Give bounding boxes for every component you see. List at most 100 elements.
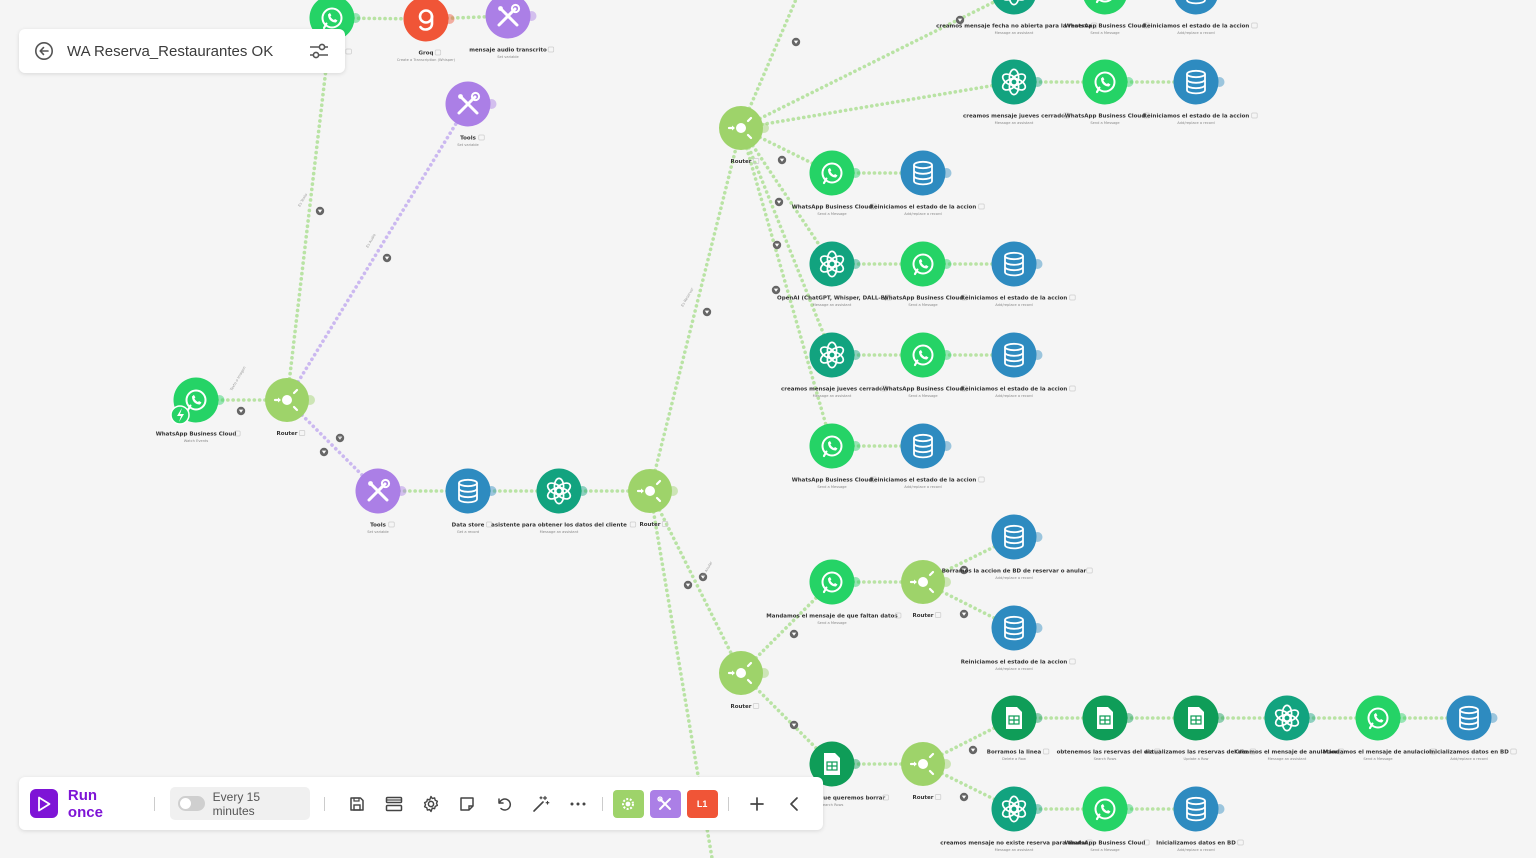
note-icon: [434, 49, 442, 56]
collapse-toolbar-button[interactable]: [775, 785, 812, 823]
layout-button[interactable]: [376, 785, 413, 823]
module-r3-db[interactable]: Reiniciamos el estado de la accionAdd/re…: [961, 241, 1076, 308]
note-icon: [1069, 658, 1076, 665]
filter-icon: [791, 632, 797, 636]
note-icon: [1086, 567, 1093, 574]
module-subtitle: Add/replace a record: [995, 394, 1032, 398]
module-b0-router[interactable]: Router: [901, 560, 951, 619]
module-subtitle: Watch Events: [184, 439, 209, 443]
module-r5-db[interactable]: Reiniciamos el estado de la accionAdd/re…: [870, 423, 985, 490]
undo-button[interactable]: [486, 785, 523, 823]
save-button[interactable]: [339, 785, 376, 823]
module-label: Reiniciamos el estado de la accion: [961, 296, 1068, 302]
router-icon: [636, 479, 662, 503]
module-subtitle: Message an assistant: [995, 848, 1034, 852]
note-icon: [1069, 294, 1076, 301]
module-r1-db[interactable]: Reiniciamos el estado de la accionAdd/re…: [1143, 59, 1258, 126]
note-icon: [978, 476, 985, 483]
instant-trigger-icon: [170, 405, 190, 425]
tools-button[interactable]: [649, 789, 681, 818]
notes-button[interactable]: [449, 785, 486, 823]
module-router-mid[interactable]: Router: [628, 469, 678, 528]
connection-line: [739, 126, 834, 448]
module-r0-db[interactable]: Reiniciamos el estado de la accionAdd/re…: [1143, 0, 1258, 35]
module-subtitle: Send a Message: [1363, 757, 1393, 761]
module-subtitle: Search Rows: [1094, 757, 1117, 761]
settings-button[interactable]: [412, 785, 449, 823]
sheets-icon: [1188, 707, 1204, 729]
filter-icon: [793, 40, 799, 44]
database-icon: [1186, 0, 1206, 5]
module-label: Borramos la linea: [987, 750, 1042, 756]
module-router-main[interactable]: Router: [265, 378, 315, 437]
database-icon: [1459, 705, 1479, 731]
module-subtitle: Delete a Row: [1002, 757, 1026, 761]
gear-icon: [622, 797, 635, 810]
module-subtitle: Set variable: [497, 55, 519, 59]
scenario-settings-button[interactable]: [307, 39, 331, 63]
module-router-top[interactable]: Router: [719, 106, 769, 165]
schedule-toggle[interactable]: Every 15 minutes: [169, 787, 310, 820]
flow-control-button[interactable]: [612, 789, 644, 818]
scenario-title: WA Reserva_Restaurantes OK: [67, 42, 274, 60]
note-icon: [460, 796, 475, 811]
module-router-bottom[interactable]: Router: [719, 651, 769, 710]
module-s3[interactable]: actualizamos las reservas del diaUpdate …: [1144, 695, 1257, 762]
module-subtitle: Add/replace a record: [995, 667, 1032, 671]
module-t1[interactable]: creamos mensaje no existe reserva para a…: [940, 786, 1093, 853]
module-r4-db[interactable]: Reiniciamos el estado de la accionAdd/re…: [961, 332, 1076, 399]
module-label: asistente para obtener los datos del cli…: [491, 523, 627, 529]
text-parser-button[interactable]: L1: [686, 789, 718, 818]
module-subtitle: Add/replace a record: [1177, 848, 1214, 852]
add-module-button[interactable]: [739, 785, 776, 823]
module-b0-db-b[interactable]: Reiniciamos el estado de la accionAdd/re…: [961, 605, 1076, 672]
module-r0-gpt[interactable]: creamos mensaje fecha no abierta para la…: [936, 0, 1098, 35]
whatsapp-icon: [912, 253, 934, 276]
note-icon: [1063, 112, 1070, 119]
toggle-switch[interactable]: [177, 796, 205, 811]
run-once-button[interactable]: Run once: [30, 787, 134, 821]
module-label: WhatsApp Business Cloud: [1065, 24, 1146, 30]
note-icon: [895, 612, 902, 619]
note-icon: [934, 794, 942, 800]
module-r2-db[interactable]: Reiniciamos el estado de la accionAdd/re…: [870, 150, 985, 217]
module-gpt-client[interactable]: asistente para obtener los datos del cli…: [491, 468, 637, 535]
whatsapp-icon: [185, 389, 207, 412]
note-icon: [478, 134, 485, 141]
auto-align-button[interactable]: [522, 785, 559, 823]
note-icon: [486, 521, 493, 528]
openai-icon: [1274, 704, 1300, 732]
back-button[interactable]: [33, 40, 55, 62]
route-label: Es Anular: [701, 560, 713, 577]
module-b1-router[interactable]: Router: [901, 742, 951, 801]
whatsapp-icon: [821, 162, 843, 185]
module-b0-db-a[interactable]: Borramos la accion de BD de reservar o a…: [942, 514, 1093, 581]
module-r3-gpt[interactable]: OpenAI (ChatGPT, Whisper, DALL-E)Message…: [777, 241, 893, 308]
more-options-button[interactable]: [559, 785, 596, 823]
module-b0-wa[interactable]: Mandamos el mensaje de que faltan datosS…: [766, 559, 902, 626]
module-label: Reiniciamos el estado de la accion: [1143, 24, 1250, 30]
